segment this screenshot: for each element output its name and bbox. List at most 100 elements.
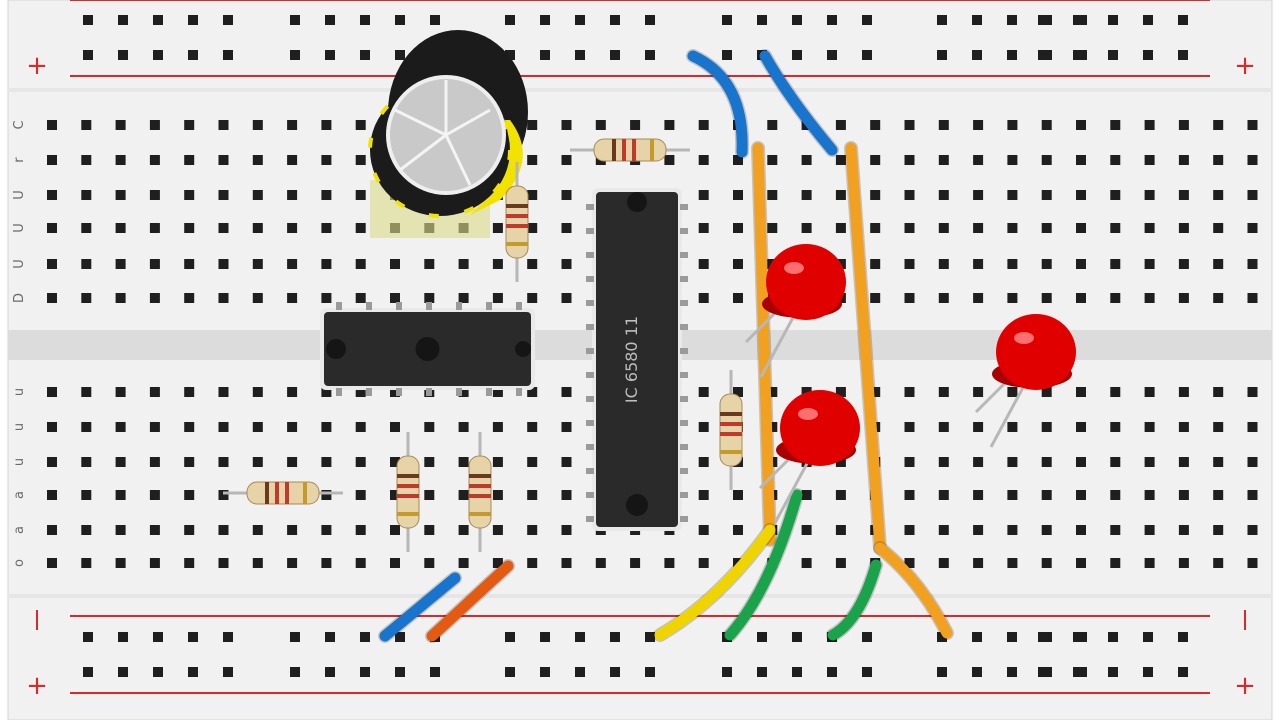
hole bbox=[904, 558, 915, 568]
hole bbox=[835, 223, 846, 233]
hole bbox=[938, 457, 949, 467]
rail-hole bbox=[290, 50, 300, 60]
hole bbox=[81, 525, 92, 535]
row-letter: r bbox=[12, 157, 27, 163]
hole bbox=[458, 259, 469, 269]
hole bbox=[835, 558, 846, 568]
hole bbox=[184, 259, 195, 269]
hole bbox=[561, 387, 572, 397]
hole bbox=[561, 223, 572, 233]
rail-hole bbox=[792, 632, 802, 642]
rail-hole bbox=[223, 667, 233, 677]
chip-pin bbox=[680, 372, 688, 378]
hole bbox=[698, 293, 709, 303]
chip-pin bbox=[586, 204, 594, 210]
hole bbox=[973, 259, 984, 269]
chip-pin bbox=[516, 388, 522, 396]
hole bbox=[115, 558, 126, 568]
rail-hole bbox=[1038, 50, 1048, 60]
hole bbox=[938, 422, 949, 432]
hole bbox=[458, 558, 469, 568]
resistor-band bbox=[275, 482, 279, 504]
hole bbox=[252, 155, 263, 165]
rail-hole bbox=[722, 15, 732, 25]
rail-hole bbox=[505, 15, 515, 25]
hole bbox=[973, 155, 984, 165]
row-letter: u bbox=[12, 423, 27, 431]
rail-hole bbox=[1143, 15, 1153, 25]
rail-hole bbox=[325, 632, 335, 642]
hole bbox=[355, 558, 366, 568]
rail-plus-symbol: + bbox=[1234, 671, 1256, 701]
hole bbox=[561, 490, 572, 500]
hole bbox=[973, 223, 984, 233]
chip-pin bbox=[680, 444, 688, 450]
rail-hole bbox=[862, 50, 872, 60]
hole bbox=[1110, 387, 1121, 397]
hole bbox=[115, 525, 126, 535]
rail-hole bbox=[1108, 50, 1118, 60]
hole bbox=[870, 387, 881, 397]
hole bbox=[870, 259, 881, 269]
hole bbox=[664, 155, 675, 165]
rail-hole bbox=[1073, 15, 1083, 25]
rail-hole bbox=[430, 15, 440, 25]
hole bbox=[252, 525, 263, 535]
hole bbox=[287, 387, 298, 397]
hole bbox=[149, 558, 160, 568]
hole bbox=[938, 223, 949, 233]
hole bbox=[115, 259, 126, 269]
rail-hole bbox=[1178, 632, 1188, 642]
rail-hole bbox=[540, 50, 550, 60]
hole bbox=[1213, 422, 1224, 432]
hole bbox=[149, 223, 160, 233]
hole bbox=[767, 155, 778, 165]
hole bbox=[835, 490, 846, 500]
hole bbox=[835, 120, 846, 130]
hole bbox=[561, 457, 572, 467]
hole bbox=[321, 120, 332, 130]
hole bbox=[561, 558, 572, 568]
rail-hole bbox=[1038, 15, 1048, 25]
rail-hole bbox=[1007, 50, 1017, 60]
hole bbox=[973, 558, 984, 568]
hole bbox=[1076, 223, 1086, 233]
hole bbox=[904, 457, 915, 467]
chip-pin bbox=[680, 204, 688, 210]
hole bbox=[81, 558, 92, 568]
hole bbox=[355, 387, 366, 397]
rail-hole bbox=[83, 632, 93, 642]
top-rail-divider bbox=[8, 88, 1272, 92]
hole bbox=[47, 120, 57, 130]
chip-pin bbox=[456, 302, 462, 310]
hole bbox=[47, 490, 57, 500]
chip-pin bbox=[680, 276, 688, 282]
hole bbox=[1178, 155, 1189, 165]
hole bbox=[252, 259, 263, 269]
row-letter: U bbox=[12, 190, 27, 200]
resistor-band bbox=[506, 242, 528, 246]
hole bbox=[492, 422, 503, 432]
hole bbox=[287, 525, 298, 535]
rail-hole bbox=[1143, 632, 1153, 642]
row-letter: D bbox=[12, 293, 27, 303]
hole bbox=[1213, 490, 1224, 500]
hole bbox=[1076, 155, 1086, 165]
hole bbox=[149, 422, 160, 432]
rail-hole bbox=[540, 632, 550, 642]
resistor-left-horizontal bbox=[246, 481, 320, 505]
hole bbox=[1110, 259, 1121, 269]
chip-notch bbox=[627, 192, 647, 212]
hole bbox=[321, 422, 332, 432]
rail-hole bbox=[505, 632, 515, 642]
hole bbox=[1110, 490, 1121, 500]
hole bbox=[1144, 525, 1155, 535]
hole bbox=[1041, 190, 1052, 200]
chip-pin bbox=[366, 388, 372, 396]
hole bbox=[355, 155, 366, 165]
hole bbox=[218, 259, 229, 269]
rail-hole bbox=[360, 632, 370, 642]
row-letter: C bbox=[12, 120, 27, 129]
